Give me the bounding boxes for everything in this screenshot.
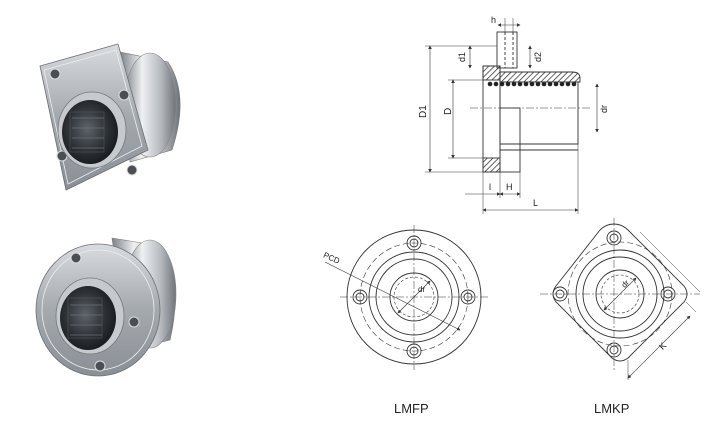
dim-dr: dr — [599, 105, 609, 113]
dim-l: l — [489, 182, 491, 192]
caption-lmfp: LMFP — [394, 401, 429, 416]
lmfp-labels: PCD dr LMFP — [322, 251, 429, 416]
dim-d1: d1 — [457, 52, 467, 62]
dim-D: D — [443, 108, 454, 115]
dim-K: K — [657, 340, 668, 351]
side-section-labels: h d1 d2 D1 D dr l H L — [418, 15, 609, 208]
lmfp-front-view — [324, 225, 490, 370]
caption-lmkp: LMKP — [594, 401, 629, 416]
dim-d2: d2 — [533, 52, 543, 62]
ball-row — [487, 81, 577, 87]
dim-L: L — [533, 198, 538, 208]
dim-H: H — [506, 182, 513, 192]
dim-dr-lmkp: dr — [620, 278, 632, 290]
dim-dr-lmfp: dr — [418, 285, 425, 294]
lmkp-front-view — [540, 218, 701, 380]
dim-PCD: PCD — [322, 251, 341, 266]
dim-D1: D1 — [418, 105, 429, 118]
lmkp-labels: dr K LMKP — [594, 278, 668, 416]
square-flange-bearing-photo — [39, 43, 181, 191]
round-flange-bearing-photo — [35, 237, 177, 377]
side-section-drawing — [425, 18, 599, 214]
dim-h: h — [491, 15, 496, 25]
